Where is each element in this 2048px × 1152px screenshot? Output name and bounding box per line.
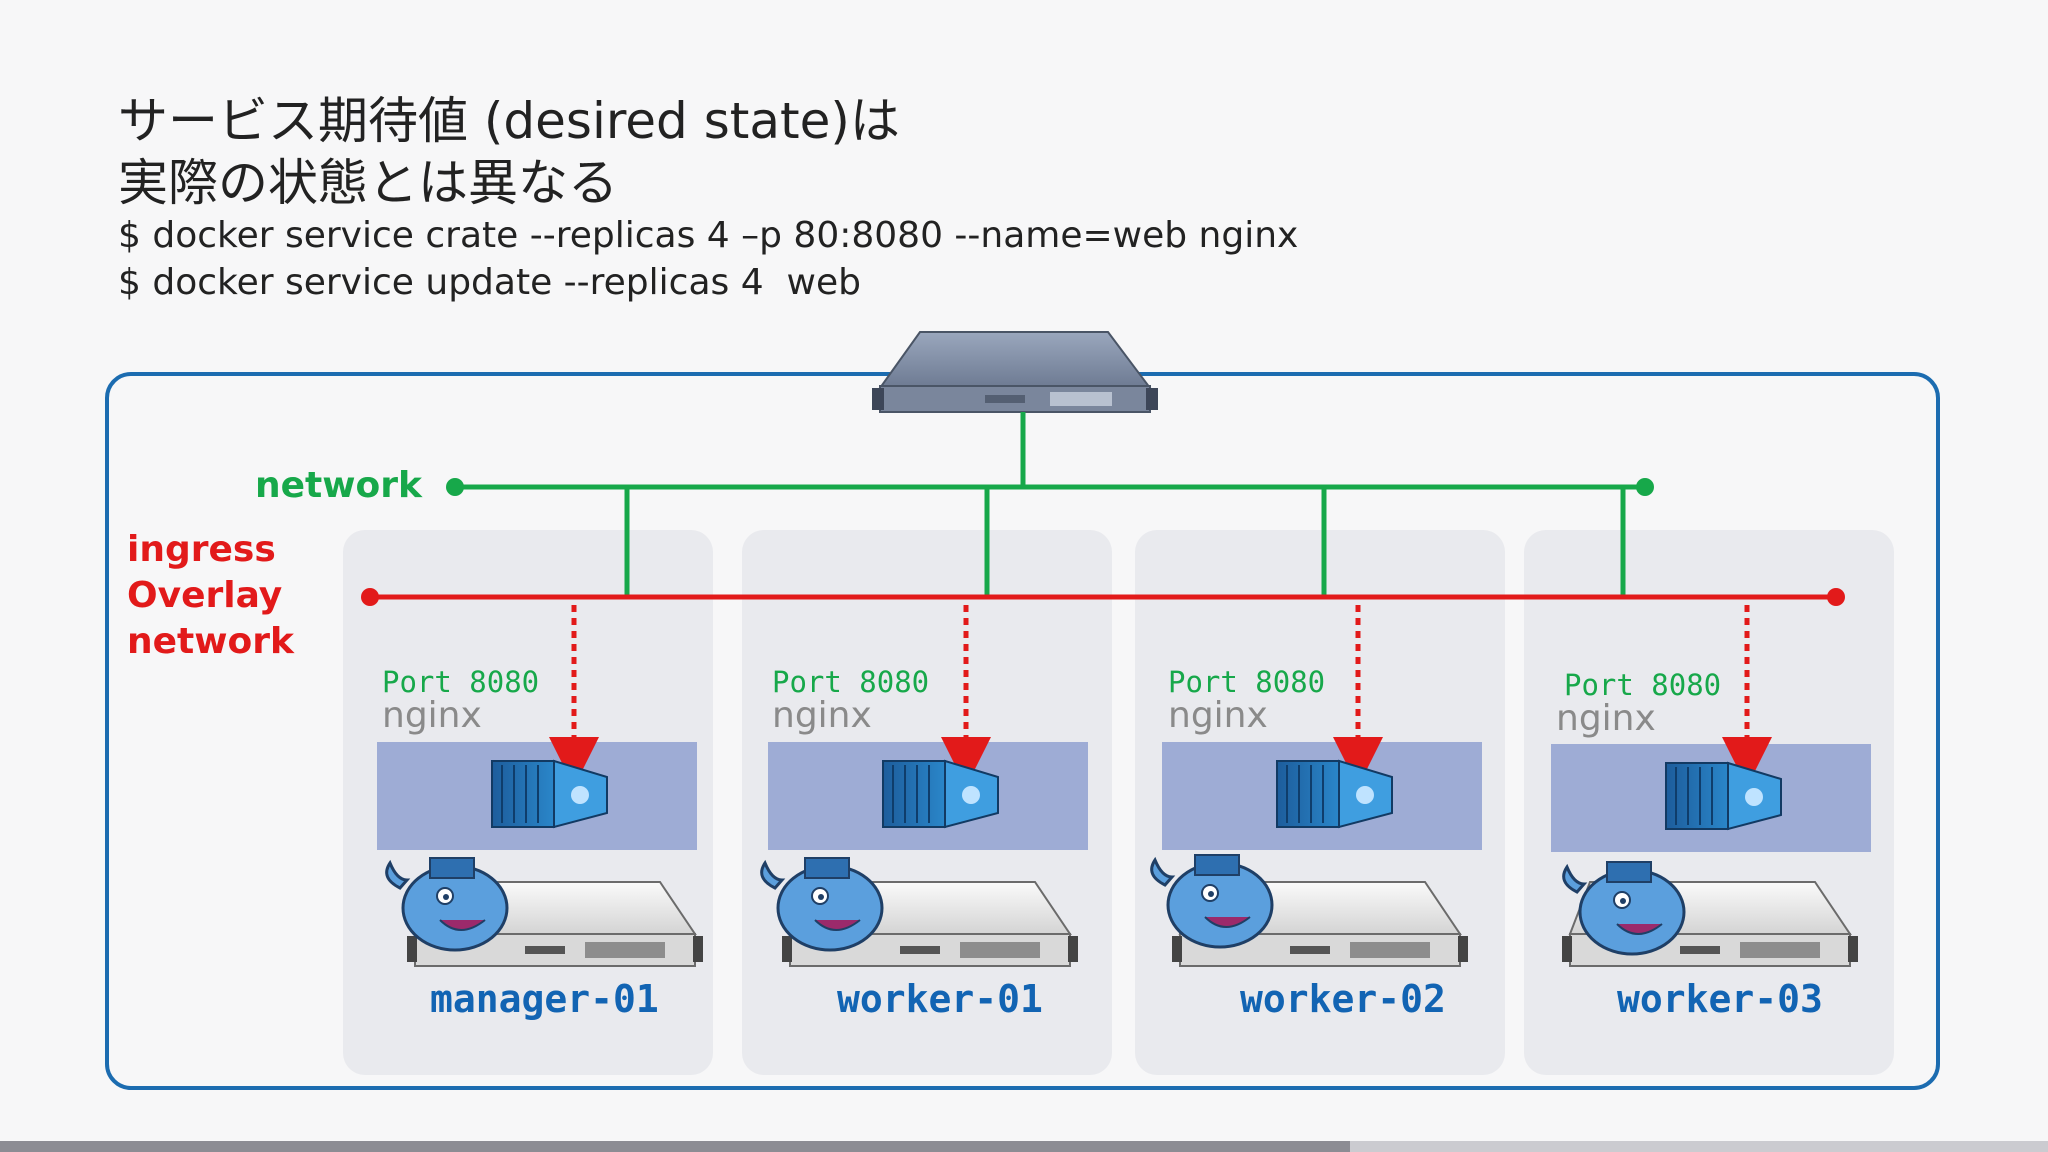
app-label: nginx (382, 695, 482, 736)
ingress-overlay-bus (361, 588, 1845, 787)
port-label: Port 8080 (1168, 665, 1326, 699)
network-bus (446, 412, 1654, 597)
app-label: nginx (1168, 695, 1268, 736)
title-line-2: 実際の状態とは異なる (118, 154, 618, 212)
node-name: worker-02 (1240, 977, 1446, 1021)
slide-title: サービス期待値 (desired state)は 実際の状態とは異なる (118, 90, 900, 214)
command-update: $ docker service update --replicas 4 web (118, 262, 861, 303)
node-name: manager-01 (430, 977, 659, 1021)
docker-whale-icon (1150, 854, 1274, 949)
command-create: $ docker service crate --replicas 4 –p 8… (118, 215, 1299, 256)
slide-progress-track (1350, 1141, 2048, 1152)
gateway-server-icon (872, 331, 1158, 413)
docker-whale-icon (1562, 861, 1686, 956)
port-label: Port 8080 (382, 665, 540, 699)
port-label: Port 8080 (1564, 668, 1722, 702)
ingress-label-line-3: network (127, 621, 294, 662)
node-name: worker-03 (1617, 977, 1823, 1021)
node-name: worker-01 (837, 977, 1043, 1021)
ingress-label-line-2: Overlay (127, 575, 283, 616)
docker-container-icon (1276, 759, 1393, 829)
ingress-overlay-label: ingress Overlay network (127, 527, 294, 665)
docker-container-icon (491, 759, 608, 829)
docker-whale-icon (760, 857, 884, 952)
docker-whale-icon (385, 857, 509, 952)
network-label: network (255, 465, 422, 506)
docker-container-icon (1665, 761, 1782, 831)
app-label: nginx (772, 695, 872, 736)
ingress-label-line-1: ingress (127, 529, 276, 570)
port-label: Port 8080 (772, 665, 930, 699)
app-label: nginx (1556, 698, 1656, 739)
slide-progress-bar (0, 1141, 1350, 1152)
docker-container-icon (882, 759, 999, 829)
title-line-1: サービス期待値 (desired state)は (118, 92, 900, 150)
